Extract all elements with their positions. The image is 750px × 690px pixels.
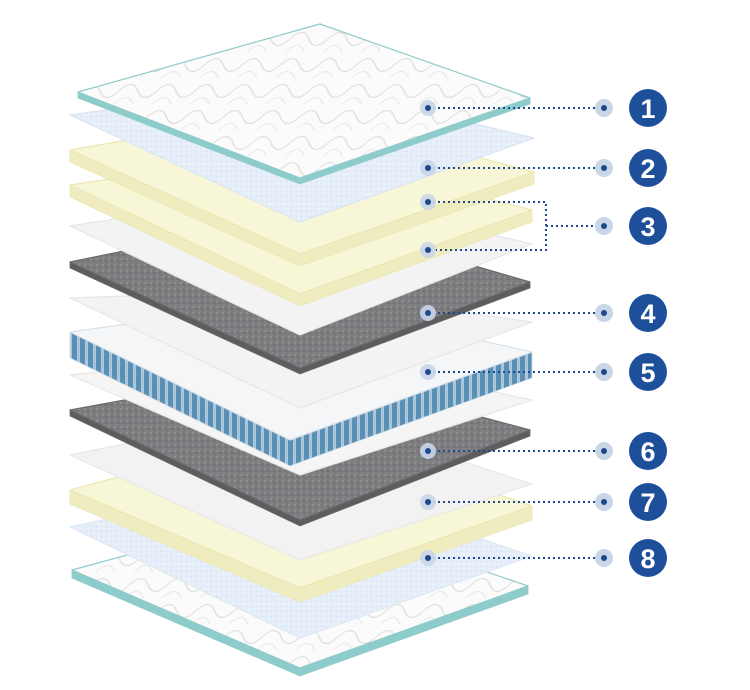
callout-badge-number: 4 xyxy=(640,299,655,329)
callout-badge xyxy=(629,353,667,391)
callout-dot xyxy=(425,165,431,171)
callout-badge xyxy=(629,149,667,187)
callout-end-dot xyxy=(601,165,607,171)
layer-group xyxy=(69,23,535,677)
callout-dot xyxy=(425,369,431,375)
callout-2-fiber-layer: 2 xyxy=(420,149,667,187)
callout-badge xyxy=(629,539,667,577)
callout-3-comfort-foam-layers: 3 xyxy=(420,194,667,258)
callout-badge-number: 2 xyxy=(640,154,655,184)
callout-dot xyxy=(425,199,431,205)
callout-badge-number: 6 xyxy=(640,437,655,467)
callout-7-support-foam-layer: 7 xyxy=(420,483,667,521)
callout-badge xyxy=(629,294,667,332)
callout-badge-number: 8 xyxy=(640,544,655,574)
callout-end-dot xyxy=(601,555,607,561)
callout-end-dot xyxy=(601,310,607,316)
callout-end-dot xyxy=(601,223,607,229)
callout-5-pocket-spring-unit: 5 xyxy=(420,353,667,391)
callout-end-dot xyxy=(601,369,607,375)
callout-badge xyxy=(629,89,667,127)
callout-dot xyxy=(425,310,431,316)
layer-quilted-top-cover xyxy=(77,23,531,185)
callout-end-dot xyxy=(601,105,607,111)
callout-dot xyxy=(425,499,431,505)
callout-dot xyxy=(425,105,431,111)
callout-badge xyxy=(629,207,667,245)
callout-dot xyxy=(425,555,431,561)
callout-1-quilted-top-cover: 1 xyxy=(420,89,667,127)
callout-badge xyxy=(629,432,667,470)
callout-group: 1 2 3 4 5 6 7 8 xyxy=(420,89,667,577)
callout-badge-number: 3 xyxy=(640,212,655,242)
callout-end-dot xyxy=(601,448,607,454)
callout-end-dot xyxy=(601,499,607,505)
callout-badge-number: 5 xyxy=(640,358,655,388)
callout-badge-number: 7 xyxy=(640,488,655,518)
callout-4-felt-pad: 4 xyxy=(420,294,667,332)
callout-8-quilted-bottom-cover: 8 xyxy=(420,539,667,577)
callout-6-felt-pad-lower: 6 xyxy=(420,432,667,470)
layer-top-quilted-top-cover xyxy=(77,23,531,179)
callout-badge xyxy=(629,483,667,521)
callout-dot xyxy=(425,247,431,253)
callout-dot xyxy=(425,448,431,454)
callout-badge-number: 1 xyxy=(640,94,655,124)
